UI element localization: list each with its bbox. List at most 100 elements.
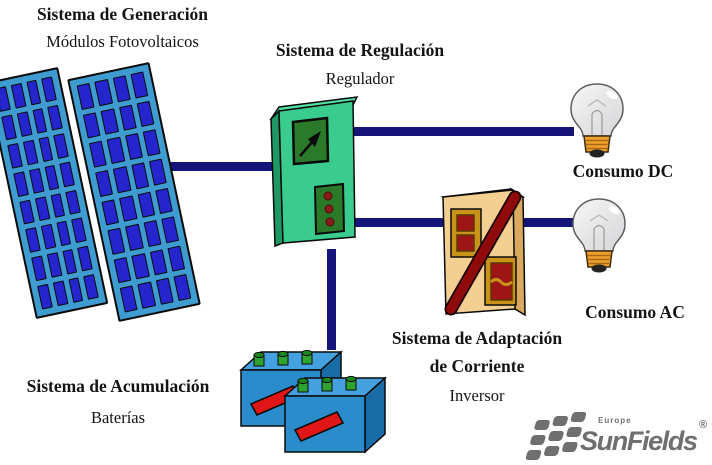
- pv-cell: [101, 198, 120, 226]
- pv-cell: [112, 75, 131, 103]
- pv-cell: [41, 76, 57, 103]
- pv-cell: [137, 281, 156, 309]
- pv-cell: [167, 245, 186, 273]
- pv-cell: [95, 169, 114, 197]
- consumo-ac-label: Consumo AC: [585, 302, 685, 322]
- adaptation-title-line2: de Corriente: [429, 356, 525, 376]
- pv-cell: [148, 158, 167, 186]
- pv-cell: [76, 82, 95, 110]
- bulb-screw-base: [583, 135, 611, 153]
- pv-cell: [100, 108, 119, 135]
- pv-cell: [130, 162, 149, 190]
- battery-red-label: [293, 411, 345, 442]
- bulb-screw-base: [585, 250, 613, 268]
- battery-terminals: [297, 375, 357, 393]
- pv-cell: [149, 249, 168, 276]
- pv-cell: [119, 194, 138, 222]
- pv-cell: [124, 133, 143, 161]
- pv-cell: [37, 136, 54, 162]
- pv-cell: [0, 86, 11, 112]
- pv-cell: [106, 137, 125, 164]
- pv-cell: [125, 223, 144, 251]
- adaptation-subtitle: Inversor: [449, 386, 505, 405]
- pv-cell: [49, 192, 66, 219]
- pv-cell: [7, 142, 23, 169]
- gauge-icon: [291, 116, 330, 166]
- pv-cell: [59, 161, 75, 187]
- pv-cell: [10, 82, 27, 109]
- pv-cell: [65, 189, 81, 216]
- pv-cell: [119, 285, 138, 313]
- pv-cell: [136, 191, 156, 219]
- wire-inverter-to-ac-load: [512, 218, 577, 227]
- dc-square-wave-symbol: [450, 208, 482, 258]
- pv-cell: [71, 217, 87, 244]
- pv-cell: [43, 164, 60, 191]
- pv-cell: [22, 139, 39, 166]
- accumulation-title: Sistema de Acumulación: [26, 376, 210, 396]
- regulator-icon: [269, 96, 359, 248]
- logo-brand-text: SunFields: [580, 426, 698, 456]
- sunfields-logo-panel-icon: [525, 412, 587, 460]
- wire-regulator-to-dc-load: [352, 127, 574, 136]
- pv-cell: [130, 71, 149, 99]
- pv-cell: [94, 79, 113, 106]
- pv-cell: [155, 278, 174, 305]
- pv-cell: [82, 111, 101, 139]
- bulb-filament: [587, 99, 607, 135]
- wire-pv-to-regulator: [146, 162, 286, 171]
- pv-cell: [34, 195, 51, 222]
- adaptation-title-line1: Sistema de Adaptación: [391, 328, 563, 348]
- battery-terminals: [253, 349, 313, 367]
- diagonal-stripe: [444, 190, 522, 316]
- sunfields-logo: Europe SunFields ®: [525, 412, 707, 460]
- logo-region-text: Europe: [598, 416, 632, 425]
- pv-cell: [31, 255, 47, 282]
- consumo-dc-label: Consumo DC: [572, 161, 674, 181]
- bulb-contact-cap: [589, 149, 605, 158]
- logo-registered-mark: ®: [699, 419, 707, 431]
- accumulation-subtitle: Baterías: [90, 408, 146, 427]
- bulb-highlight: [606, 91, 618, 99]
- pv-cell: [143, 220, 162, 247]
- pv-cell: [118, 104, 137, 132]
- pv-cell: [28, 167, 45, 194]
- pv-cell: [55, 220, 72, 247]
- wire-regulator-to-battery: [327, 249, 336, 350]
- pv-cell: [25, 79, 42, 106]
- wire-regulator-to-inverter: [352, 218, 447, 227]
- pv-cell: [160, 216, 180, 244]
- bulb-dc-icon: [570, 83, 624, 158]
- pv-cell: [13, 170, 29, 197]
- led-panel-icon: [313, 182, 346, 236]
- bulb-ac-icon: [572, 198, 626, 273]
- pv-cell: [112, 165, 132, 193]
- pv-cell: [31, 107, 48, 134]
- pv-cell: [47, 104, 63, 131]
- pv-cell: [107, 227, 126, 255]
- bulb-filament: [589, 214, 609, 250]
- pv-cell: [113, 256, 132, 284]
- pv-cell: [40, 224, 57, 250]
- ac-sine-wave-symbol: [484, 256, 517, 306]
- pv-cell: [83, 274, 99, 300]
- regulation-title: Sistema de Regulación: [275, 40, 445, 60]
- pv-cell: [154, 187, 173, 215]
- pv-cell: [142, 129, 161, 157]
- generation-subtitle: Módulos Fotovoltaicos: [46, 32, 199, 51]
- generation-title: Sistema de Generación: [36, 4, 209, 24]
- pv-cell: [67, 277, 84, 304]
- pv-cell: [131, 252, 150, 280]
- pv-cell: [173, 274, 192, 302]
- pv-cell: [46, 252, 63, 279]
- pv-cell: [136, 100, 155, 128]
- pv-cell: [19, 199, 35, 225]
- pv-cell: [61, 249, 78, 275]
- pv-cell: [52, 280, 69, 307]
- bulb-contact-cap: [591, 264, 607, 273]
- bulb-highlight: [608, 206, 620, 214]
- pv-cell: [16, 111, 33, 137]
- inverter-icon: [440, 187, 526, 317]
- pv-cell: [53, 132, 69, 159]
